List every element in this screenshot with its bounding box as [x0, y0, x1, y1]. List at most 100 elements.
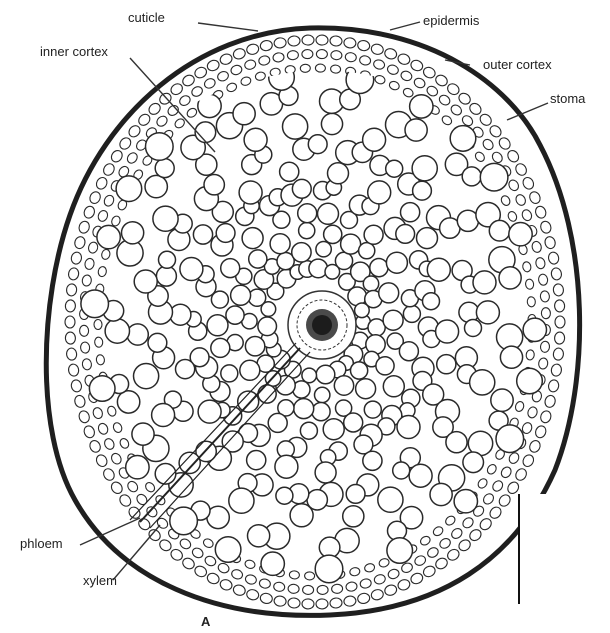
cortex-cell	[216, 224, 235, 243]
cortex-cell	[368, 181, 391, 204]
cortex-cell	[383, 376, 404, 397]
cortex-cell	[376, 357, 394, 375]
figure-panel-box	[518, 494, 610, 604]
cortex-cell	[198, 400, 221, 423]
cortex-cell	[215, 537, 241, 563]
cortex-cell	[363, 451, 382, 470]
label-stoma: stoma	[550, 91, 586, 106]
cortex-cell	[470, 370, 495, 395]
cortex-cell	[233, 103, 255, 125]
ring-cell	[305, 572, 315, 580]
cortex-cell	[258, 385, 276, 403]
cortex-cell	[473, 271, 496, 294]
panel-letter: A	[201, 614, 211, 629]
cortex-cell	[146, 133, 174, 161]
cortex-cell	[204, 175, 224, 195]
cortex-cell	[89, 376, 115, 402]
cortex-cell	[454, 490, 477, 513]
cortex-cell	[523, 318, 546, 341]
cortex-cell	[399, 342, 418, 361]
cortex-cell	[430, 483, 452, 505]
cortex-cell	[413, 181, 432, 200]
cortex-cell	[462, 167, 481, 186]
cortex-cell	[244, 128, 267, 151]
cortex-cell	[294, 399, 314, 419]
cortex-cell	[344, 413, 363, 432]
cortex-cell	[351, 362, 368, 379]
ring-cell	[554, 300, 565, 313]
cortex-cell	[379, 283, 399, 303]
cortex-cell	[309, 259, 328, 278]
cortex-cell	[363, 128, 386, 151]
ring-cell	[555, 316, 565, 328]
cortex-cell	[242, 228, 263, 249]
cortex-cell	[396, 225, 415, 244]
label-outer-cortex: outer cortex	[483, 57, 552, 72]
cortex-cell	[397, 416, 420, 439]
cortex-cell	[405, 119, 427, 141]
cortex-cell	[334, 376, 353, 395]
cortex-cell	[324, 225, 342, 243]
cortex-cell	[134, 364, 159, 389]
cortex-cell	[499, 267, 521, 289]
cortex-cell	[248, 525, 270, 547]
cortex-cell	[283, 114, 308, 139]
ring-cell	[540, 341, 550, 353]
ring-cell	[79, 325, 88, 336]
label-phloem: phloem	[20, 536, 63, 551]
cortex-cell	[155, 159, 174, 178]
cortex-cell	[412, 156, 437, 181]
cortex-cell	[437, 355, 456, 374]
cortex-cell	[393, 462, 410, 479]
cortex-cell	[463, 452, 484, 473]
cortex-cell	[356, 379, 376, 399]
cortex-cell	[401, 203, 420, 222]
cortex-cell	[81, 290, 109, 318]
ring-cell	[288, 598, 301, 609]
cortex-cell	[122, 222, 144, 244]
cortex-cell	[231, 285, 251, 305]
ring-cell	[315, 64, 325, 72]
cortex-cell	[496, 425, 524, 453]
cortex-cell	[132, 423, 154, 445]
ring-cell	[302, 585, 313, 594]
cortex-cell	[312, 403, 330, 421]
cortex-cell	[229, 488, 254, 513]
cortex-cell	[364, 401, 381, 418]
ring-cell	[316, 35, 328, 45]
cortex-cell	[226, 306, 244, 324]
ring-cell	[302, 599, 314, 609]
cortex-cell	[509, 223, 532, 246]
label-xylem: xylem	[83, 573, 117, 588]
cortex-cell	[170, 304, 191, 325]
ring-cell	[94, 319, 102, 329]
cortex-cell	[299, 223, 315, 239]
cortex-cell	[410, 95, 433, 118]
cortex-cell	[152, 404, 175, 427]
cortex-cell	[270, 234, 290, 254]
cortex-cell	[436, 320, 459, 343]
cortex-cell	[417, 228, 438, 249]
cortex-cell	[476, 301, 499, 324]
cortex-cell	[159, 251, 176, 268]
cortex-cell	[359, 243, 375, 259]
cortex-cell	[268, 413, 287, 432]
cortex-cell	[346, 485, 365, 504]
cortex-cell	[489, 220, 510, 241]
cortex-cell	[423, 293, 440, 310]
cortex-cell	[315, 387, 330, 402]
cortex-cell	[292, 243, 311, 262]
cortex-cell	[386, 252, 407, 273]
cortex-cell	[517, 368, 543, 394]
cortex-cell	[383, 310, 403, 330]
ring-cell	[527, 296, 536, 307]
cortex-cell	[261, 552, 284, 575]
ring-cell	[331, 584, 343, 594]
ring-cell	[317, 585, 328, 594]
cortex-cell	[450, 126, 476, 152]
cortex-cell	[105, 319, 129, 343]
ring-cell	[287, 50, 299, 60]
cortex-cell	[156, 266, 176, 286]
ring-cell	[302, 35, 314, 45]
ring-cell	[330, 598, 343, 609]
